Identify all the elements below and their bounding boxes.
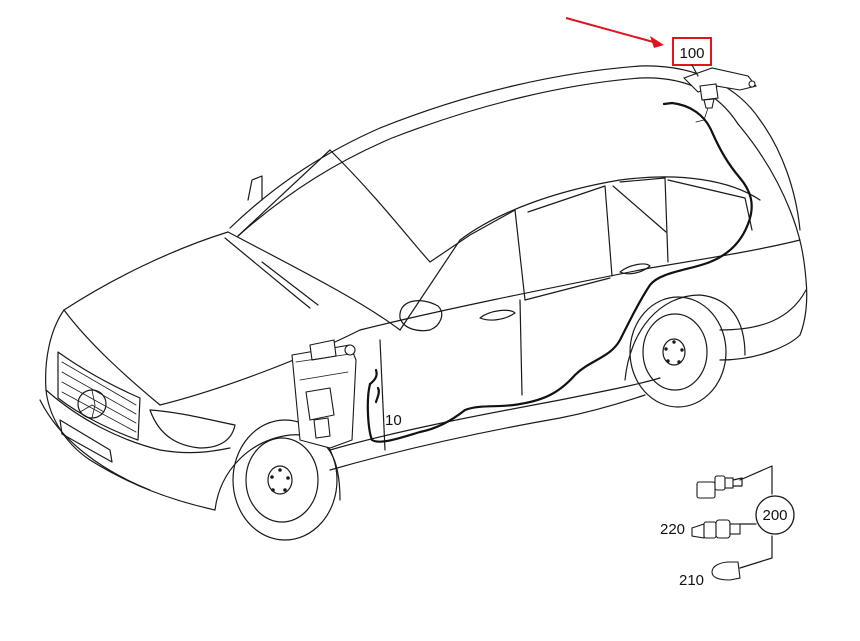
washer-hose-line	[366, 101, 753, 443]
rear-wheel	[624, 294, 746, 408]
arrow-pointer-icon	[565, 17, 664, 48]
callout-100: 100	[672, 37, 712, 77]
connector-part-top	[696, 475, 743, 499]
connector-detail-group	[691, 465, 773, 581]
callout-210: 210	[679, 572, 704, 589]
washer-reservoir	[291, 339, 357, 449]
connector-part-210	[711, 561, 741, 581]
front-wheel	[214, 419, 341, 541]
callout-200: 200	[755, 495, 795, 535]
connector-part-220	[691, 519, 741, 539]
callout-200-label: 200	[762, 507, 787, 524]
callout-220: 220	[660, 521, 685, 538]
car-body-outline	[39, 65, 808, 511]
callout-210-label: 210	[679, 572, 704, 589]
callout-200-circle	[755, 495, 795, 535]
rear-washer-nozzle	[682, 67, 757, 123]
callout-220-label: 220	[660, 521, 685, 538]
callout-10-label: 10	[385, 412, 402, 429]
callout-10: 10	[385, 412, 402, 429]
callout-100-label: 100	[679, 45, 704, 62]
